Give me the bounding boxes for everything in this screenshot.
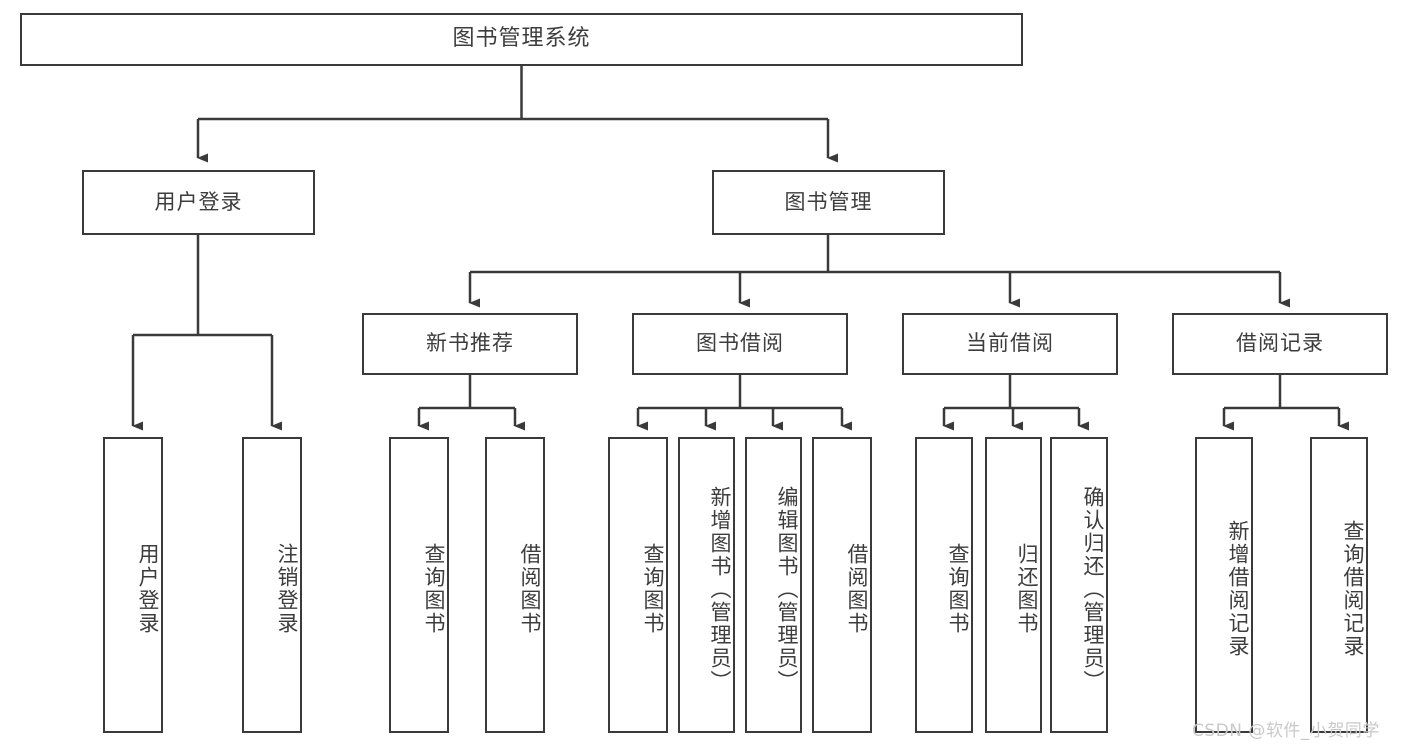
node-leaf-borrow-book-2[interactable]: 借阅图书 — [812, 437, 872, 733]
node-leaf-borrow-book-1[interactable]: 借阅图书 — [485, 437, 545, 733]
node-leaf-logout[interactable]: 注销登录 — [242, 437, 302, 733]
node-leaf-query-borrow-record[interactable]: 查询借阅记录 — [1310, 437, 1368, 733]
node-leaf-return-book[interactable]: 归还图书 — [985, 437, 1042, 733]
node-book-borrow[interactable]: 图书借阅 — [632, 313, 848, 375]
node-book-management[interactable]: 图书管理 — [712, 170, 945, 235]
node-user-login[interactable]: 用户登录 — [82, 170, 315, 235]
node-current-borrow[interactable]: 当前借阅 — [902, 313, 1118, 375]
node-root[interactable]: 图书管理系统 — [20, 13, 1023, 66]
node-leaf-query-book-1[interactable]: 查询图书 — [389, 437, 449, 733]
node-leaf-user-login[interactable]: 用户登录 — [103, 437, 163, 733]
csdn-watermark: CSDN @软件_小贺同学 — [1192, 721, 1380, 741]
node-borrow-record[interactable]: 借阅记录 — [1172, 313, 1388, 375]
node-leaf-edit-book[interactable]: 编辑图书（管理员） — [745, 437, 802, 733]
node-leaf-query-book-2[interactable]: 查询图书 — [608, 437, 668, 733]
node-new-book-recommend[interactable]: 新书推荐 — [362, 313, 578, 375]
node-leaf-add-borrow-record[interactable]: 新增借阅记录 — [1195, 437, 1253, 733]
node-leaf-query-book-3[interactable]: 查询图书 — [915, 437, 973, 733]
node-leaf-confirm-return[interactable]: 确认归还（管理员） — [1050, 437, 1108, 733]
node-leaf-add-book[interactable]: 新增图书（管理员） — [678, 437, 735, 733]
